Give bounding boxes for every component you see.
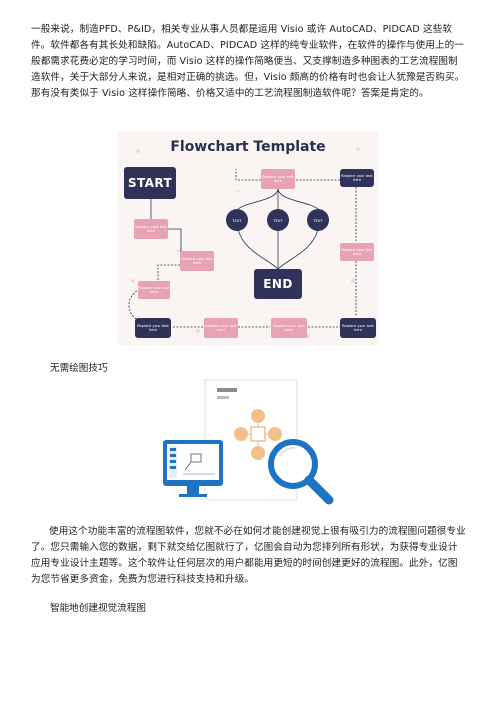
caption-smart-create: 智能地创建视觉流程图	[50, 603, 146, 614]
bottom-node-1: Replace your text here	[135, 318, 171, 338]
intro-paragraph: 一般来说，制造PFD、P&ID，相关专业从事人员都是运用 Visio 或许 Au…	[31, 24, 465, 99]
software-illustration	[145, 378, 345, 508]
decision-circle-3: TEXT	[307, 209, 329, 231]
caption-no-skill: 无需绘图技巧	[50, 363, 108, 374]
process-node: Replace your text here	[138, 281, 170, 299]
right-process-node: Replace your text here	[340, 243, 374, 261]
top-right-node: Replace your text here	[340, 169, 374, 187]
end-node: END	[254, 269, 302, 299]
bottom-node-4: Replace your text here	[340, 318, 376, 338]
decision-circle-2: TEXT	[267, 209, 289, 231]
monitor-magnifier-illustration	[163, 379, 334, 505]
flowchart-connectors	[128, 147, 360, 338]
flowchart-title: Flowchart Template	[170, 139, 326, 155]
process-node: Replace your text here	[134, 219, 168, 239]
top-process-node: Replace your text here	[261, 169, 295, 189]
flowchart-template-image: Flowchart Template START Replace your te…	[118, 131, 378, 345]
body-paragraph: 使用这个功能丰富的流程图软件，您就不必在如何才能创建视觉上很有吸引力的流程图问题…	[31, 526, 466, 585]
bottom-node-3: Replace your text here	[271, 318, 307, 338]
bottom-node-2: Replace your text here	[204, 318, 238, 338]
start-node: START	[124, 167, 176, 199]
process-node: Replace your text here	[180, 251, 214, 271]
decision-circle-1: TEXT	[226, 209, 248, 231]
